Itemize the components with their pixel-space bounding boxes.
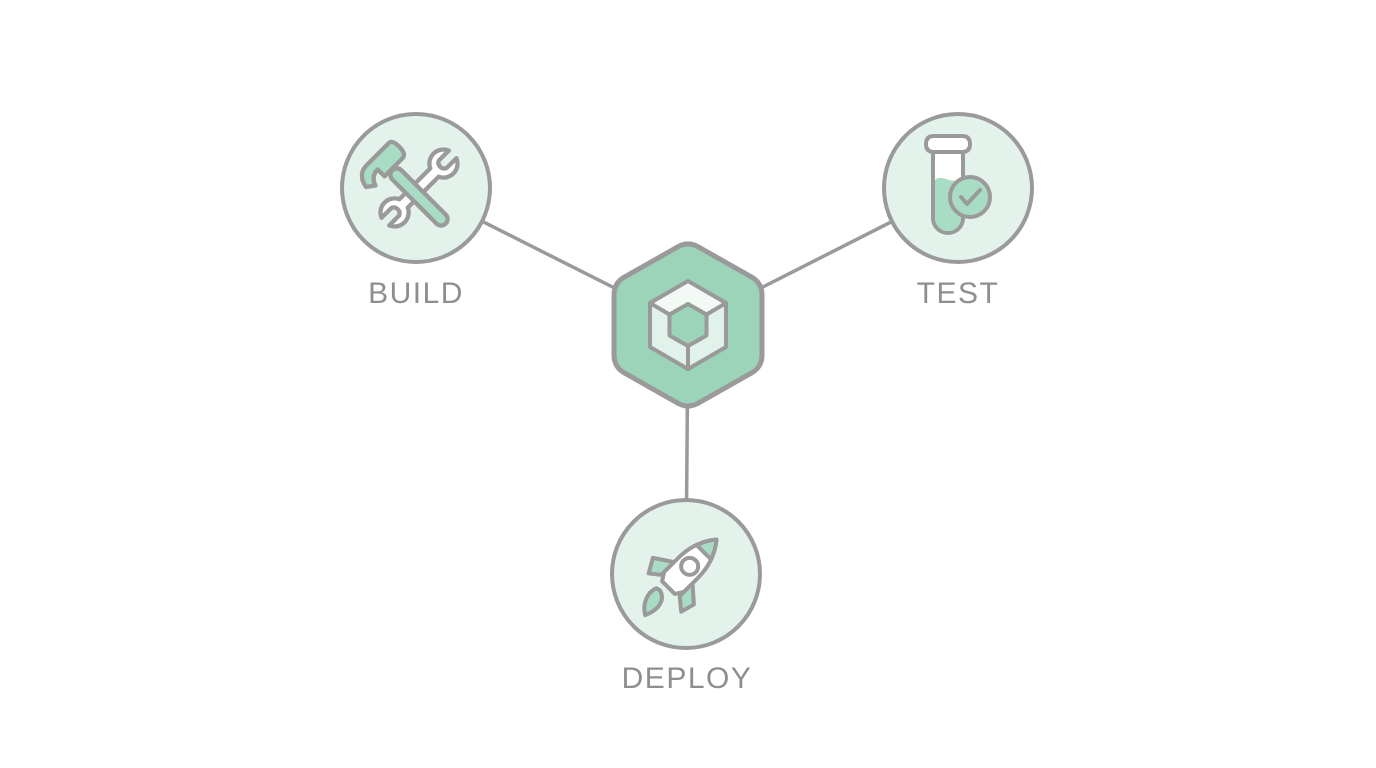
rocket-nose: [694, 537, 719, 562]
test-label: TEST: [916, 277, 1000, 310]
cube-package-icon: [648, 279, 728, 371]
cube-top-face: [650, 281, 726, 315]
test-tube-check-icon: [924, 134, 992, 235]
center-hub: [611, 241, 765, 409]
hammer-wrench-icon: [359, 139, 460, 229]
check-icon: [959, 188, 982, 206]
test-tube-rim: [924, 134, 972, 154]
rocket-flame: [642, 586, 664, 618]
rocket-icon: [642, 537, 719, 618]
hammer-icon: [359, 139, 450, 228]
check-circle: [948, 175, 992, 219]
build-node: [340, 112, 492, 264]
build-label: BUILD: [368, 277, 464, 310]
test-node: [882, 112, 1034, 264]
deploy-node: [610, 498, 762, 650]
rocket-window: [679, 555, 701, 577]
deploy-label: DEPLOY: [621, 662, 753, 695]
hammer-head: [359, 139, 407, 190]
cube-edge-left: [648, 301, 672, 317]
cube-inner-core: [667, 302, 709, 348]
cube-edge-right: [704, 301, 728, 317]
